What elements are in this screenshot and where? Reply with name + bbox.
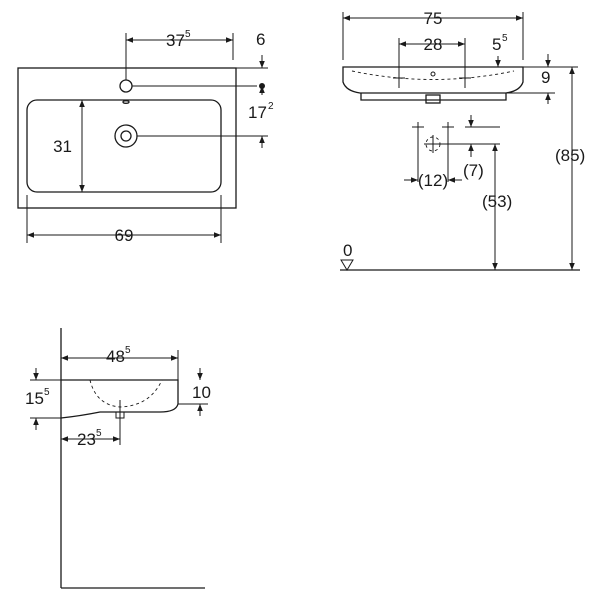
basin-front-body: [342, 66, 524, 94]
floor-marker: [340, 259, 354, 271]
label-28: 28: [424, 35, 443, 54]
label-75: 75: [424, 9, 443, 28]
plan-view: 37 5 6 17 2 31 69: [17, 29, 274, 245]
label-9: 9: [541, 68, 550, 87]
label-48-5: 48: [106, 347, 125, 366]
label-7: (7): [463, 161, 484, 180]
label-23-5: 23: [77, 430, 96, 449]
bowl-hidden-line: [89, 379, 163, 408]
label-37-5: 37: [166, 31, 185, 50]
bowl-hidden-line: [351, 70, 515, 80]
label-85: (85): [555, 146, 585, 165]
label-5-5: 5: [492, 35, 501, 54]
drain-outlet: [425, 94, 441, 104]
label-15-5: 15: [25, 389, 44, 408]
label-15-5-sup: 5: [44, 387, 50, 398]
front-view: 75 28 5 5 9 (85): [340, 9, 585, 271]
basin-side-profile: [60, 379, 179, 419]
label-53: (53): [482, 192, 512, 211]
label-10: 10: [192, 383, 211, 402]
overflow-mark: [122, 100, 130, 104]
label-5-5-sup: 5: [502, 33, 508, 44]
drain-outer: [114, 124, 138, 148]
basin-outline: [17, 67, 237, 209]
basin-underside: [360, 93, 507, 101]
label-23-5-sup: 5: [96, 428, 102, 439]
label-37-5-sup: 5: [185, 29, 191, 40]
label-6: 6: [256, 30, 265, 49]
tap-hole: [119, 79, 133, 93]
label-31: 31: [53, 137, 72, 156]
label-48-5-sup: 5: [125, 345, 131, 356]
inner-bowl: [26, 99, 222, 193]
label-floor-0: 0: [343, 241, 352, 260]
label-12: (12): [418, 171, 448, 190]
label-69: 69: [115, 226, 134, 245]
label-17-2-sup: 2: [268, 101, 274, 112]
overflow-hole: [430, 71, 436, 77]
side-view: 48 5 15 5 10 23 5: [25, 328, 211, 589]
label-17-2: 17: [248, 103, 267, 122]
drain-inner: [120, 130, 132, 142]
